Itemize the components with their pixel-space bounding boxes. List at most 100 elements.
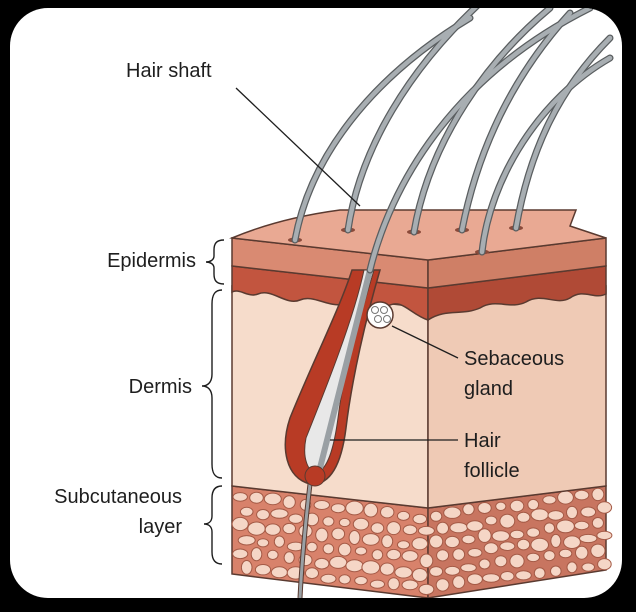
fat-cell (566, 505, 578, 520)
fat-cell (566, 561, 578, 574)
fat-cell (371, 549, 384, 561)
fat-cell (369, 579, 385, 589)
fat-cell (530, 537, 550, 553)
fat-cell (315, 527, 329, 543)
fat-cell (387, 577, 400, 591)
fat-cell (237, 535, 256, 546)
fat-cell (394, 566, 413, 579)
fat-cell (361, 533, 380, 546)
fat-cell (596, 501, 613, 514)
fat-cell (331, 527, 346, 541)
fat-cell (396, 540, 411, 550)
fat-cell (239, 506, 254, 517)
fat-cell (429, 510, 443, 522)
fat-cell (491, 530, 510, 542)
fat-cell (345, 559, 364, 573)
fat-cell (231, 516, 249, 532)
fat-cell (282, 522, 297, 535)
fat-cell (314, 557, 330, 570)
fat-cell (515, 570, 532, 581)
fat-cell (516, 538, 531, 551)
dermis-brace (201, 289, 223, 479)
label-hair-shaft: Hair shaft (126, 60, 212, 82)
fat-cell (247, 521, 266, 536)
sebaceous-leader (391, 325, 459, 359)
fat-cell (345, 500, 364, 516)
fat-cell (500, 571, 515, 582)
fat-cell (401, 579, 419, 591)
fat-cell (402, 524, 418, 536)
fat-cell (411, 537, 429, 551)
fat-cell (412, 513, 428, 525)
fat-cell (288, 513, 304, 524)
fat-cell (361, 560, 381, 575)
dermis-layer (231, 285, 607, 509)
fat-cell (526, 552, 541, 563)
fat-cell (466, 573, 483, 586)
fat-cell (264, 523, 281, 536)
fat-cell (591, 517, 605, 529)
fat-cell (429, 534, 444, 549)
fat-cell (579, 533, 598, 544)
fat-cell (338, 542, 352, 557)
epidermis-brace (205, 239, 225, 285)
fat-cell (270, 508, 289, 519)
subcutaneous-layer (231, 485, 613, 598)
diagram-panel: Hair shaft Epidermis Dermis Subcutaneous… (10, 8, 622, 598)
leader-lines (235, 87, 459, 441)
fat-cell (477, 528, 492, 543)
fat-cell (354, 576, 368, 586)
fat-cell (478, 558, 491, 570)
fat-cell (429, 566, 444, 577)
fat-cell (320, 573, 337, 584)
fat-cell (436, 521, 450, 535)
fat-cell (338, 517, 351, 528)
fat-cell (557, 490, 574, 505)
fat-cell (411, 568, 428, 582)
fat-cell (574, 489, 590, 501)
fat-cell (443, 506, 462, 519)
fat-cell (396, 510, 411, 521)
sebaceous-gland (366, 301, 394, 329)
fat-cell (254, 564, 272, 576)
fat-cell (543, 550, 556, 562)
fat-cell (482, 573, 501, 583)
fat-cell (467, 548, 483, 558)
fat-cell (329, 555, 348, 569)
fat-cell (550, 565, 562, 577)
fat-cell (444, 535, 460, 549)
fat-cell (530, 508, 549, 522)
fat-cell (436, 549, 450, 562)
fat-cell (550, 533, 562, 548)
fat-cell (330, 503, 346, 514)
fat-cell (338, 574, 351, 585)
label-sebaceous-line2: gland (464, 378, 513, 400)
fat-cell (256, 538, 270, 548)
fat-cell (386, 521, 402, 536)
label-hair-follicle-line1: Hair (464, 430, 501, 452)
fat-cell (263, 492, 282, 506)
fat-cell (322, 516, 335, 527)
fat-cell (563, 535, 581, 550)
fat-cell (401, 550, 419, 562)
fat-cell (590, 543, 606, 558)
fat-cell (547, 510, 565, 521)
fat-cell (352, 517, 370, 531)
fat-cell (509, 499, 525, 513)
fat-cell (494, 555, 508, 568)
fat-cell (380, 506, 395, 519)
label-subcutaneous-line1: Subcutaneous (54, 486, 182, 508)
fat-cell (509, 529, 525, 540)
label-dermis: Dermis (128, 376, 192, 398)
fat-cell (558, 548, 573, 559)
fat-cell (509, 553, 525, 569)
fat-cell (370, 522, 385, 534)
fat-cell (282, 495, 296, 509)
hair-shaft-leader (235, 87, 361, 207)
fat-cell (249, 491, 264, 504)
fat-cell (533, 567, 546, 579)
fat-cell (575, 545, 589, 560)
fat-cell (542, 495, 557, 505)
fat-cell (466, 520, 484, 532)
fat-cell (543, 522, 556, 534)
